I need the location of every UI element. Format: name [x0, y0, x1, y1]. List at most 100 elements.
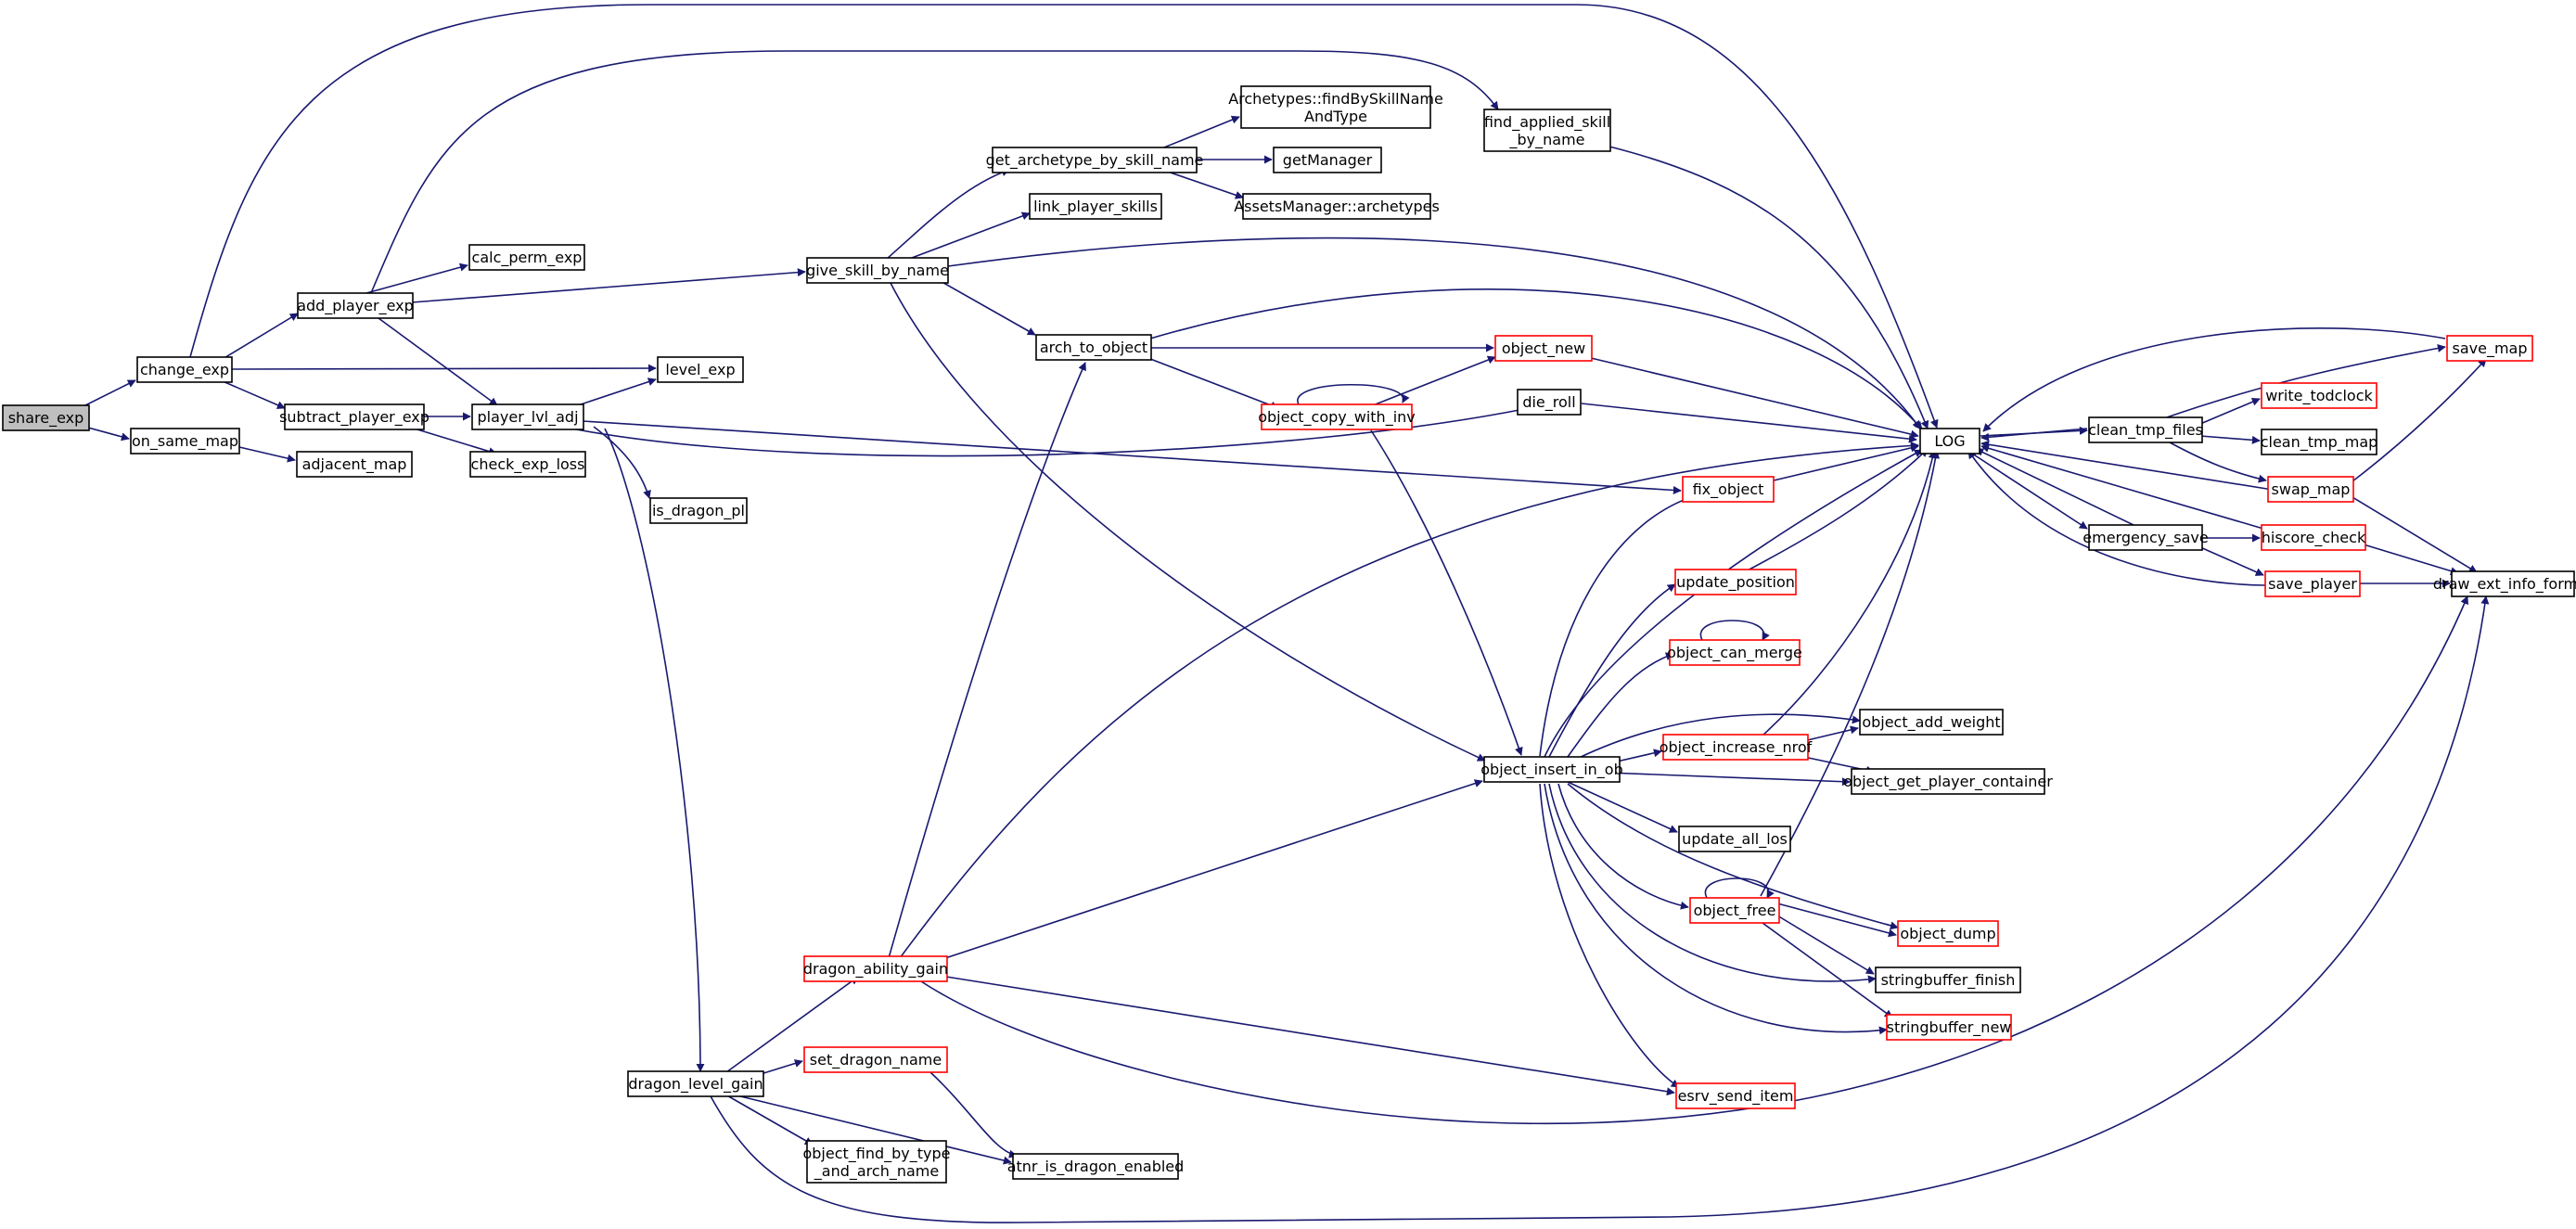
- node-save-player[interactable]: save_player: [2264, 570, 2361, 597]
- edge-change-exp-log: [189, 4, 1939, 429]
- edge-insert-get-player-container: [1606, 772, 1851, 787]
- node-arch-to-object[interactable]: arch_to_object: [1035, 334, 1152, 361]
- node-add-player-exp[interactable]: add_player_exp: [297, 292, 414, 319]
- edge-increase-nrof-log: [1762, 450, 1937, 736]
- node-give-skill-by-name[interactable]: give_skill_by_name: [806, 257, 949, 284]
- node-esrv-send-item[interactable]: esrv_send_item: [1675, 1082, 1796, 1109]
- node-object-free[interactable]: object_free: [1689, 897, 1780, 924]
- node-object-can-merge[interactable]: object_can_merge: [1667, 639, 1802, 666]
- node-player-lvl-adj[interactable]: player_lvl_adj: [471, 403, 584, 430]
- node-calc-perm-exp[interactable]: calc_perm_exp: [468, 244, 585, 271]
- edge-swap-map-save-map: [2352, 358, 2487, 482]
- node-stringbuffer-finish[interactable]: stringbuffer_finish: [1875, 967, 2021, 993]
- edge-clean-tmp-files-swap-map: [2160, 437, 2267, 483]
- edge-clean-tmp-files-write-todclock: [2199, 398, 2261, 425]
- node-level-exp[interactable]: level_exp: [657, 356, 744, 383]
- edge-player-lvl-adj-die-roll: [570, 405, 1530, 457]
- edge-insert-stringbuffer-new: [1544, 783, 1888, 1035]
- node-on-same-map[interactable]: on_same_map: [130, 428, 240, 454]
- edge-hiscore-check-draw-ext: [2363, 544, 2459, 575]
- node-object-insert-in-ob[interactable]: object_insert_in_ob: [1480, 756, 1623, 783]
- edge-hiscore-check-log: [1980, 443, 2264, 530]
- edge-log-emergency-save: [1966, 449, 2088, 530]
- node-assets-manager-archetypes[interactable]: AssetsManager::archetypes: [1234, 193, 1440, 220]
- node-log[interactable]: LOG: [1919, 428, 1980, 454]
- node-atnr-is-dragon-enabled[interactable]: atnr_is_dragon_enabled: [1007, 1153, 1185, 1180]
- node-label: clean_tmp_files: [2088, 421, 2203, 440]
- node-object-new[interactable]: object_new: [1494, 335, 1593, 362]
- edge-insert-object-free: [1557, 783, 1689, 910]
- node-get-archetype-by-skill-name[interactable]: get_archetype_by_skill_name: [986, 147, 1204, 173]
- node-label: save_player: [2268, 575, 2357, 594]
- edge-arch-to-object-copy-with-inv: [1145, 356, 1279, 410]
- node-die-roll[interactable]: die_roll: [1517, 389, 1582, 416]
- node-object-add-weight[interactable]: object_add_weight: [1859, 709, 2004, 736]
- node-label: hiscore_check: [2262, 529, 2366, 547]
- node-is-dragon-pl[interactable]: is_dragon_pl: [649, 497, 748, 524]
- node-dragon-ability-gain[interactable]: dragon_ability_gain: [803, 955, 948, 982]
- node-link-player-skills[interactable]: link_player_skills: [1029, 193, 1162, 220]
- edge-dragon-ability-object-insert: [942, 779, 1483, 960]
- node-update-all-los[interactable]: update_all_los: [1678, 826, 1791, 852]
- edge-insert-log: [1544, 449, 1923, 758]
- node-emergency-save[interactable]: emergency_save: [2083, 524, 2209, 551]
- node-label: object_copy_with_inv: [1258, 408, 1416, 427]
- node-label: dragon_level_gain: [628, 1075, 763, 1094]
- node-change-exp[interactable]: change_exp: [136, 356, 233, 383]
- edge-emergency-save-save-player: [2199, 546, 2264, 576]
- node-clean-tmp-files[interactable]: clean_tmp_files: [2088, 416, 2203, 443]
- node-object-find-by-type-and-arch-name[interactable]: object_find_by_type _and_arch_name: [802, 1140, 951, 1184]
- edge-insert-esrv-send-item: [1539, 783, 1680, 1088]
- edge-player-lvl-adj-level-exp: [574, 378, 657, 407]
- node-hiscore-check[interactable]: hiscore_check: [2261, 524, 2366, 551]
- edge-subtract-player-exp-check-exp-loss: [407, 426, 497, 455]
- edge-add-player-exp-player-lvl-adj: [378, 317, 498, 406]
- node-update-position[interactable]: update_position: [1674, 569, 1797, 595]
- node-stringbuffer-new[interactable]: stringbuffer_new: [1886, 1014, 2012, 1041]
- node-label: calc_perm_exp: [472, 249, 583, 267]
- node-label: object_free: [1694, 902, 1776, 920]
- node-clean-tmp-map[interactable]: clean_tmp_map: [2261, 429, 2378, 455]
- edge-give-skill-arch-to-object: [938, 279, 1036, 336]
- edge-player-lvl-adj-is-dragon-pl: [593, 426, 651, 499]
- node-label: esrv_send_item: [1678, 1087, 1794, 1106]
- edge-give-skill-object-insert: [890, 282, 1486, 762]
- node-write-todclock[interactable]: write_todclock: [2261, 382, 2377, 409]
- node-draw-ext-info-format[interactable]: draw_ext_info_format: [2433, 570, 2576, 597]
- node-get-manager[interactable]: getManager: [1273, 147, 1382, 173]
- node-save-map[interactable]: save_map: [2446, 335, 2533, 362]
- node-label: player_lvl_adj: [477, 408, 578, 427]
- node-set-dragon-name[interactable]: set_dragon_name: [803, 1046, 948, 1073]
- node-find-applied-skill-by-name[interactable]: find_applied_skill _by_name: [1483, 109, 1611, 152]
- edge-swap-map-draw-ext: [2352, 496, 2478, 573]
- node-label: fix_object: [1693, 480, 1764, 499]
- node-adjacent-map[interactable]: adjacent_map: [296, 451, 413, 478]
- node-subtract-player-exp[interactable]: subtract_player_exp: [279, 403, 429, 430]
- node-label: draw_ext_info_format: [2433, 575, 2576, 594]
- node-label: LOG: [1934, 432, 1965, 450]
- node-archetypes-find-by-skill-name[interactable]: Archetypes::findBySkillName AndType: [1228, 85, 1443, 129]
- node-object-increase-nrof[interactable]: object_increase_nrof: [1660, 734, 1813, 761]
- node-label: getManager: [1283, 151, 1373, 169]
- node-swap-map[interactable]: swap_map: [2267, 476, 2354, 503]
- node-object-get-player-container[interactable]: object_get_player_container: [1843, 768, 2053, 795]
- node-object-copy-with-inv[interactable]: object_copy_with_inv: [1258, 403, 1416, 430]
- node-dragon-level-gain[interactable]: dragon_level_gain: [627, 1070, 764, 1097]
- edge-player-lvl-adj-fix-object: [582, 420, 1682, 494]
- node-label: object_insert_in_ob: [1480, 761, 1622, 779]
- node-label: stringbuffer_finish: [1881, 971, 2016, 990]
- node-label: object_dump: [1900, 925, 1995, 943]
- edge-swap-map-log: [1980, 440, 2274, 491]
- node-label: object_get_player_container: [1843, 773, 2053, 791]
- node-object-dump[interactable]: object_dump: [1897, 920, 1999, 947]
- edge-dragon-ability-log: [899, 441, 1919, 959]
- edge-increase-nrof-add-weight: [1799, 725, 1859, 743]
- node-label: swap_map: [2272, 480, 2351, 499]
- edge-save-player-log: [1967, 450, 2266, 586]
- node-fix-object[interactable]: fix_object: [1682, 476, 1775, 503]
- node-label: is_dragon_pl: [652, 502, 745, 520]
- node-label: level_exp: [665, 361, 735, 379]
- node-share-exp[interactable]: share_exp: [2, 404, 90, 431]
- edge-dragon-level-dragon-ability: [725, 976, 859, 1073]
- node-check-exp-loss[interactable]: check_exp_loss: [469, 451, 586, 478]
